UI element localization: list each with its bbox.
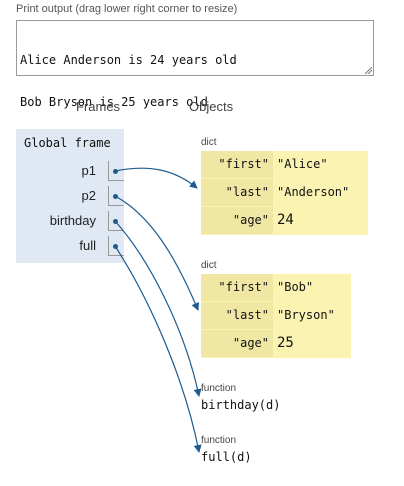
resize-grip-icon[interactable] xyxy=(365,67,372,74)
dict-key: "first" xyxy=(201,274,273,301)
dict-row: "last" "Bryson" xyxy=(201,302,351,330)
var-name-birthday: birthday xyxy=(49,213,96,228)
var-name-full: full xyxy=(79,238,96,253)
var-cell-birthday xyxy=(108,211,124,231)
function-name-birthday: birthday(d) xyxy=(201,398,281,412)
dict-value: 25 xyxy=(277,335,294,351)
var-cell-p2 xyxy=(108,186,124,206)
global-frame-title: Global frame xyxy=(24,136,111,150)
dict-value: "Bob" xyxy=(277,280,314,294)
dict-object-1: "first" "Alice" "last" "Anderson" "age" … xyxy=(201,151,368,235)
dict-value: 24 xyxy=(277,212,294,228)
dict-row: "last" "Anderson" xyxy=(201,179,368,207)
dict-value: "Alice" xyxy=(277,157,328,171)
dict-key: "last" xyxy=(201,302,273,329)
objects-header: Objects xyxy=(189,99,234,114)
dict-value: "Anderson" xyxy=(277,185,350,199)
dict-value: "Bryson" xyxy=(277,308,335,322)
print-output-line: Alice Anderson is 24 years old xyxy=(20,53,237,67)
dict-object-2: "first" "Bob" "last" "Bryson" "age" 25 xyxy=(201,274,351,358)
object-type-dict: dict xyxy=(201,137,217,148)
object-type-dict: dict xyxy=(201,260,217,271)
var-name-p1: p1 xyxy=(81,163,96,178)
dict-key: "last" xyxy=(201,179,273,206)
object-type-function: function xyxy=(201,435,237,446)
var-cell-full xyxy=(108,236,124,256)
pointer-arrow-p2 xyxy=(114,195,199,311)
dict-row: "first" "Alice" xyxy=(201,151,368,179)
dict-row: "age" 24 xyxy=(201,207,368,235)
print-output-line: Bob Bryson is 25 years old xyxy=(20,95,208,109)
dict-row: "age" 25 xyxy=(201,330,351,358)
print-output-box[interactable]: Alice Anderson is 24 years old Bob Bryso… xyxy=(16,20,374,109)
global-frame xyxy=(16,129,124,263)
dict-row: "first" "Bob" xyxy=(201,274,351,302)
function-name-full: full(d) xyxy=(201,450,252,464)
dict-key: "age" xyxy=(201,207,273,234)
pointer-arrow-p1 xyxy=(114,167,198,189)
object-type-function: function xyxy=(201,383,237,394)
dict-key: "first" xyxy=(201,151,273,178)
pointer-arrow-birthday xyxy=(114,220,202,397)
var-cell-p1 xyxy=(108,161,124,181)
pointer-arrow-full xyxy=(114,245,202,453)
frames-header: Frames xyxy=(76,99,121,114)
dict-key: "age" xyxy=(201,330,273,357)
print-output-label: Print output (drag lower right corner to… xyxy=(16,3,238,15)
var-name-p2: p2 xyxy=(81,188,96,203)
